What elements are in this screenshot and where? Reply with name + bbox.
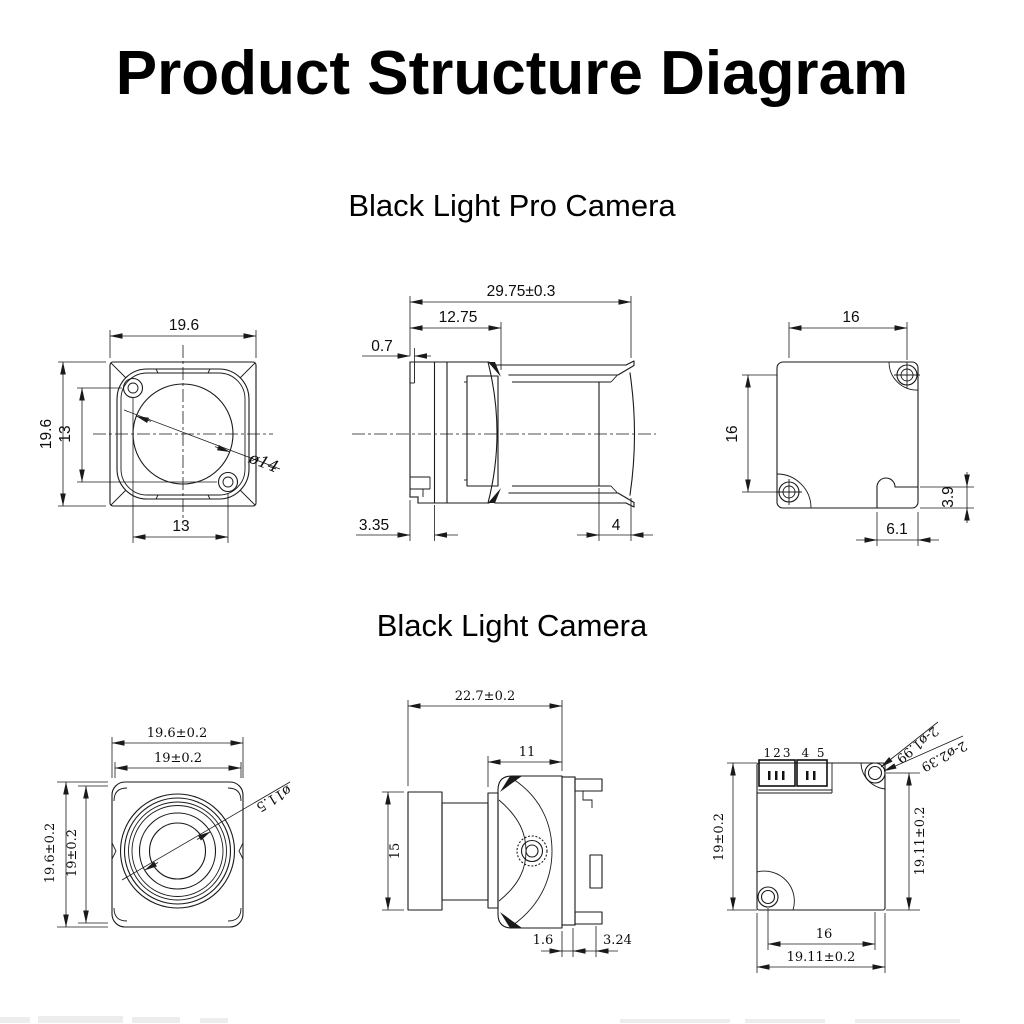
lens-barrel — [407, 791, 443, 911]
screw-hole — [860, 762, 886, 790]
dim-bl-back-height-right: 19.11±0.2 — [913, 807, 928, 876]
dim-pro-side-step: 0.7 — [371, 338, 393, 355]
connector-block-left — [758, 759, 796, 787]
dim-pro-side-rear: 4 — [612, 517, 621, 534]
connector-block-right — [796, 759, 828, 787]
dim-bl-front-height-outer: 19.6±0.2 — [43, 823, 58, 884]
pro-side-view: 29.75±0.3 12.75 0.7 3.35 4 — [352, 283, 656, 541]
cable-notch — [876, 477, 919, 509]
dim-pro-back-hole-pitch-h: 16 — [842, 309, 859, 326]
dim-pro-front-width: 19.6 — [169, 317, 199, 334]
page-title: Product Structure Diagram — [115, 39, 909, 108]
label-pins-45: 4 5 — [801, 746, 826, 760]
dim-pro-front-hole-pitch-h: 13 — [172, 518, 189, 535]
dim-bl-back-height-left: 19±0.2 — [712, 813, 727, 861]
pro-back-view: 16 16 3.9 6.1 — [724, 309, 974, 546]
lens-curve — [487, 361, 498, 504]
screw-hole — [756, 870, 795, 911]
screw-hole — [894, 362, 920, 388]
label-pins-123: 123 — [764, 746, 793, 760]
dim-pro-front-height: 19.6 — [38, 419, 55, 449]
dim-bl-back-hole-pitch: 16 — [816, 927, 833, 942]
pro-front-view: ø14 19.6 19.6 13 13 — [38, 317, 281, 543]
dim-bl-side-gap: 1.6 — [533, 933, 554, 948]
dim-pro-back-notch-width: 6.1 — [886, 521, 908, 538]
leader-line — [123, 409, 281, 470]
dim-pro-side-overall: 29.75±0.3 — [487, 283, 556, 300]
section-title-pro-camera: Black Light Pro Camera — [348, 188, 676, 223]
dim-pro-back-hole-pitch-v: 16 — [724, 425, 741, 442]
section-title-camera: Black Light Camera — [376, 608, 648, 643]
bl-side-view: 22.7±0.2 11 15 1.6 3.24 — [382, 689, 632, 957]
leader-line — [883, 735, 964, 772]
leader-line — [880, 721, 939, 768]
dim-bl-side-lens-height: 15 — [388, 843, 403, 860]
screw-hole — [776, 479, 802, 505]
dim-bl-lens-diameter: ø11.5 — [253, 782, 294, 815]
dim-bl-side-rear-length: 11 — [519, 745, 536, 760]
dim-bl-side-tab: 3.24 — [603, 933, 632, 948]
side-screw-knob — [516, 835, 548, 867]
screw-hole — [217, 471, 239, 493]
lens-rings — [119, 793, 236, 909]
dim-pro-back-notch-height: 3.9 — [940, 486, 957, 508]
dim-bl-front-width-outer: 19.6±0.2 — [147, 726, 208, 741]
bl-front-view: ø11.5 19.6±0.2 19±0.2 19.6±0.2 19±0.2 — [43, 726, 294, 928]
dim-pro-front-hole-pitch-v: 13 — [57, 425, 74, 442]
bl-back-view: 123 4 5 2-ø1.99 2-ø2.39 19±0.2 — [712, 721, 969, 973]
dim-bl-front-height-inner: 19±0.2 — [65, 829, 80, 877]
dim-bl-back-width: 19.11±0.2 — [787, 950, 856, 965]
dim-bl-side-overall: 22.7±0.2 — [455, 689, 516, 704]
dim-pro-side-front-length: 12.75 — [439, 309, 478, 326]
screw-hole — [122, 377, 144, 399]
dim-bl-front-width-inner: 19±0.2 — [154, 751, 202, 766]
dim-pro-lens-diameter: ø14 — [246, 448, 282, 477]
dim-pro-side-flange: 3.35 — [359, 517, 389, 534]
